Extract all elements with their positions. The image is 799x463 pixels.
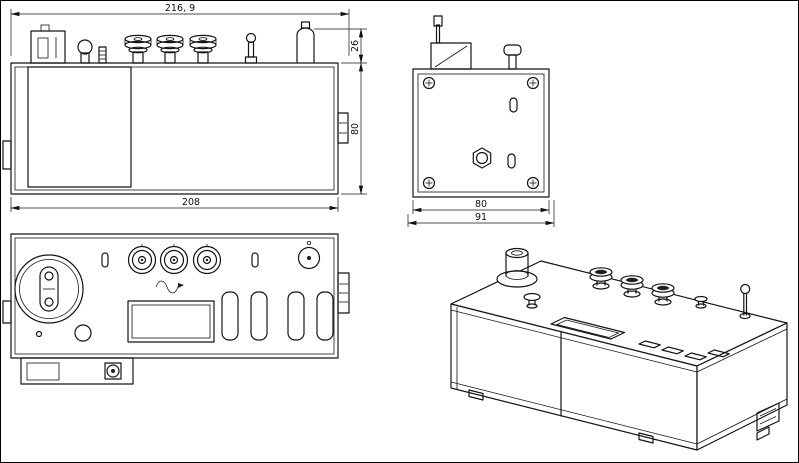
iso-display	[550, 316, 626, 340]
iso-binding-post-3	[651, 283, 675, 306]
dim-label-side-overall-width: 91	[475, 212, 487, 223]
front-ball-post	[244, 32, 258, 64]
iso-small-post	[694, 295, 708, 309]
top-wave-symbol	[155, 280, 184, 294]
iso-antenna-post	[739, 283, 751, 320]
top-left-connector	[2, 300, 12, 324]
top-slot-1	[101, 252, 109, 268]
top-display	[127, 300, 215, 343]
side-corner-screw-2	[526, 76, 540, 90]
front-terminal-block	[30, 24, 66, 64]
front-body-outline	[2, 62, 349, 195]
dimension-side-width: 80	[412, 199, 550, 214]
front-view: 216, 9 26 80 208	[2, 3, 367, 212]
dimension-front-top-height: 26	[314, 28, 367, 64]
front-cylinder	[296, 21, 315, 64]
iso-binding-post-1	[589, 267, 613, 290]
side-knob	[503, 44, 522, 70]
isometric-view	[450, 247, 788, 451]
iso-button-1	[638, 340, 661, 349]
side-corner-screw-3	[422, 176, 436, 190]
iso-side-connector	[756, 402, 780, 432]
iso-right-face	[696, 322, 788, 451]
top-connector-jack-2	[159, 244, 189, 275]
top-button-3	[287, 291, 305, 341]
side-hex-fitting	[472, 147, 492, 169]
top-rotary-lock	[14, 254, 84, 324]
dim-label-front-height: 80	[350, 123, 361, 135]
front-binding-post-2	[156, 34, 184, 64]
side-slot-1	[509, 97, 518, 113]
side-slot-2	[507, 153, 516, 169]
side-corner-screw-1	[422, 76, 436, 90]
iso-small-knob	[523, 292, 541, 309]
front-left-panel	[27, 66, 132, 188]
top-view	[2, 233, 350, 385]
front-left-connector	[2, 140, 12, 170]
dimension-side-overall-width: 91	[407, 200, 555, 227]
top-button-1	[221, 291, 239, 341]
side-body-outline	[412, 68, 550, 198]
top-round-button	[74, 324, 92, 342]
front-right-connector	[337, 112, 349, 144]
iso-button-2	[661, 346, 684, 355]
top-right-connector	[337, 272, 350, 314]
iso-foot-2	[638, 432, 654, 444]
top-slot-2	[251, 252, 259, 268]
dim-label-side-width: 80	[475, 199, 487, 210]
iso-binding-post-2	[620, 275, 644, 298]
iso-foot-3	[756, 426, 770, 441]
top-connector-jack-1	[127, 244, 157, 275]
iso-button-4	[707, 349, 730, 358]
top-body-outline	[2, 233, 350, 359]
top-foot-plate	[20, 357, 134, 385]
side-top-box	[430, 42, 472, 70]
front-binding-post-3	[189, 34, 217, 64]
top-socket	[297, 240, 321, 270]
iso-body	[450, 260, 788, 451]
dim-label-front-top-height: 26	[350, 40, 361, 52]
side-antenna	[433, 15, 443, 44]
top-connector-jack-3	[192, 244, 222, 275]
dimension-front-height: 80	[341, 62, 367, 195]
iso-button-3	[684, 352, 707, 361]
top-button-4	[316, 291, 334, 341]
top-led	[35, 330, 43, 338]
iso-main-knob	[496, 247, 538, 288]
front-knob-small	[77, 39, 93, 64]
front-binding-post-1	[124, 34, 152, 64]
foot-screw-icon	[104, 362, 122, 380]
side-corner-screw-4	[526, 176, 540, 190]
side-view: 80 91	[407, 15, 555, 227]
top-button-2	[250, 291, 268, 341]
dim-label-front-body-width: 208	[182, 197, 200, 208]
front-ribbed-stub	[98, 46, 107, 64]
iso-foot-1	[468, 389, 484, 401]
dimension-front-overall-width: 216, 9	[10, 3, 350, 56]
dimension-front-body-width: 208	[10, 197, 339, 212]
dim-label-front-overall-width: 216, 9	[165, 3, 195, 14]
